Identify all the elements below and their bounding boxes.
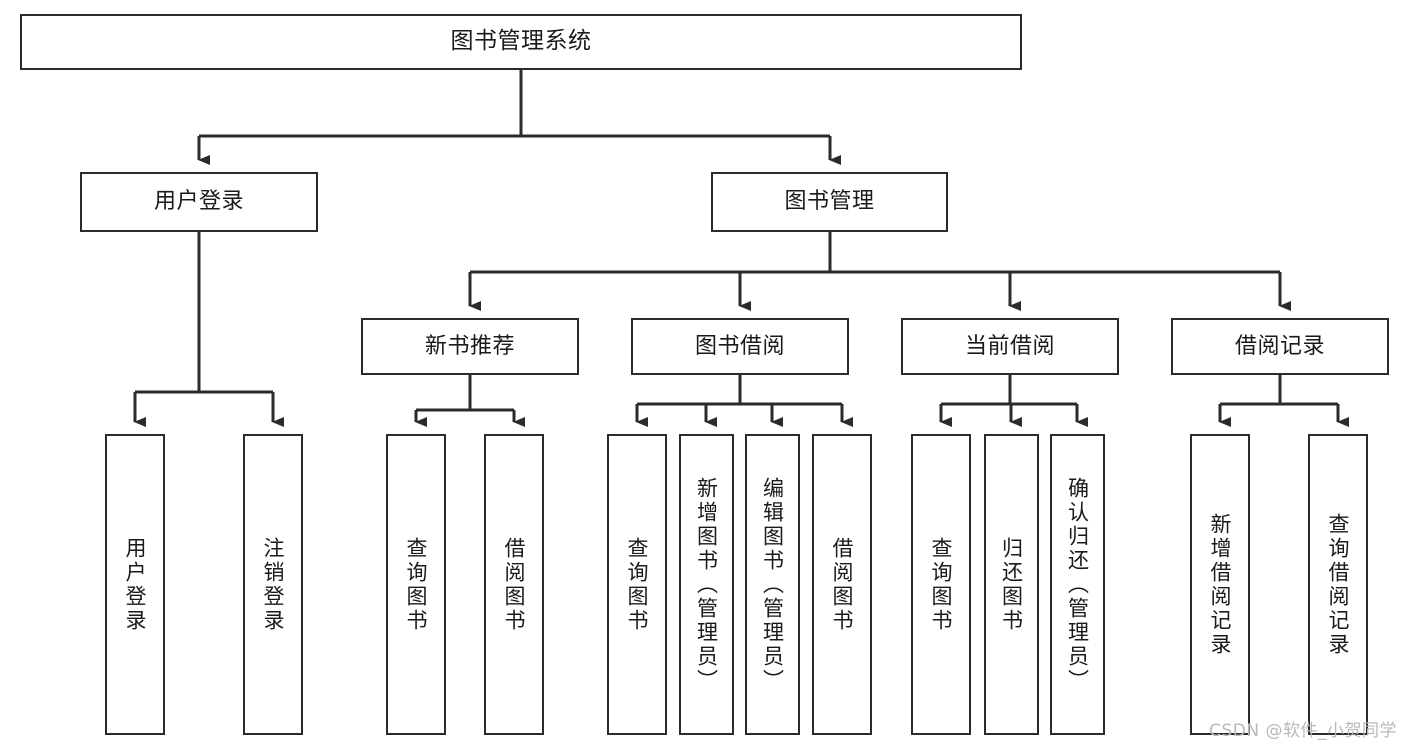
node-leaf-return-book-label: 归还图书 bbox=[999, 536, 1024, 633]
node-leaf-borrow-book-2-label: 借阅图书 bbox=[830, 536, 855, 633]
node-leaf-edit-book-admin[interactable]: 编辑图书（管理员） bbox=[745, 434, 800, 735]
node-current-borrow-label: 当前借阅 bbox=[964, 333, 1055, 359]
node-new-book-recommend[interactable]: 新书推荐 bbox=[361, 318, 579, 375]
node-root[interactable]: 图书管理系统 bbox=[20, 14, 1022, 70]
node-leaf-query-book-3-label: 查询图书 bbox=[929, 536, 954, 633]
node-leaf-edit-book-admin-label: 编辑图书（管理员） bbox=[760, 476, 785, 693]
node-user-login-label: 用户登录 bbox=[153, 189, 244, 215]
node-user-login[interactable]: 用户登录 bbox=[80, 172, 318, 232]
node-current-borrow[interactable]: 当前借阅 bbox=[901, 318, 1119, 375]
node-leaf-return-book[interactable]: 归还图书 bbox=[984, 434, 1039, 735]
watermark: CSDN @软件_小贺同学 bbox=[1209, 721, 1397, 741]
node-leaf-logout[interactable]: 注销登录 bbox=[243, 434, 303, 735]
node-leaf-borrow-book-2[interactable]: 借阅图书 bbox=[812, 434, 872, 735]
node-leaf-confirm-return-admin-label: 确认归还（管理员） bbox=[1065, 476, 1090, 693]
node-book-borrow-label: 图书借阅 bbox=[694, 333, 785, 359]
node-leaf-borrow-book-1[interactable]: 借阅图书 bbox=[484, 434, 544, 735]
node-leaf-add-borrow-record-label: 新增借阅记录 bbox=[1208, 512, 1233, 657]
node-leaf-borrow-book-1-label: 借阅图书 bbox=[502, 536, 527, 633]
node-leaf-user-login[interactable]: 用户登录 bbox=[105, 434, 165, 735]
node-root-label: 图书管理系统 bbox=[450, 28, 592, 55]
node-leaf-add-book-admin[interactable]: 新增图书（管理员） bbox=[679, 434, 734, 735]
node-book-manage[interactable]: 图书管理 bbox=[711, 172, 948, 232]
node-leaf-query-borrow-record-label: 查询借阅记录 bbox=[1326, 512, 1351, 657]
node-borrow-record-label: 借阅记录 bbox=[1234, 333, 1325, 359]
node-leaf-confirm-return-admin[interactable]: 确认归还（管理员） bbox=[1050, 434, 1105, 735]
node-borrow-record[interactable]: 借阅记录 bbox=[1171, 318, 1389, 375]
node-leaf-query-book-2[interactable]: 查询图书 bbox=[607, 434, 667, 735]
node-leaf-user-login-label: 用户登录 bbox=[123, 536, 148, 633]
node-leaf-query-book-1-label: 查询图书 bbox=[404, 536, 429, 633]
node-book-borrow[interactable]: 图书借阅 bbox=[631, 318, 849, 375]
node-leaf-query-book-2-label: 查询图书 bbox=[625, 536, 650, 633]
node-new-book-recommend-label: 新书推荐 bbox=[424, 333, 515, 359]
node-leaf-query-borrow-record[interactable]: 查询借阅记录 bbox=[1308, 434, 1368, 735]
node-leaf-add-borrow-record[interactable]: 新增借阅记录 bbox=[1190, 434, 1250, 735]
node-leaf-add-book-admin-label: 新增图书（管理员） bbox=[694, 476, 719, 693]
node-leaf-query-book-1[interactable]: 查询图书 bbox=[386, 434, 446, 735]
node-leaf-logout-label: 注销登录 bbox=[261, 536, 286, 633]
node-leaf-query-book-3[interactable]: 查询图书 bbox=[911, 434, 971, 735]
node-book-manage-label: 图书管理 bbox=[784, 189, 875, 215]
